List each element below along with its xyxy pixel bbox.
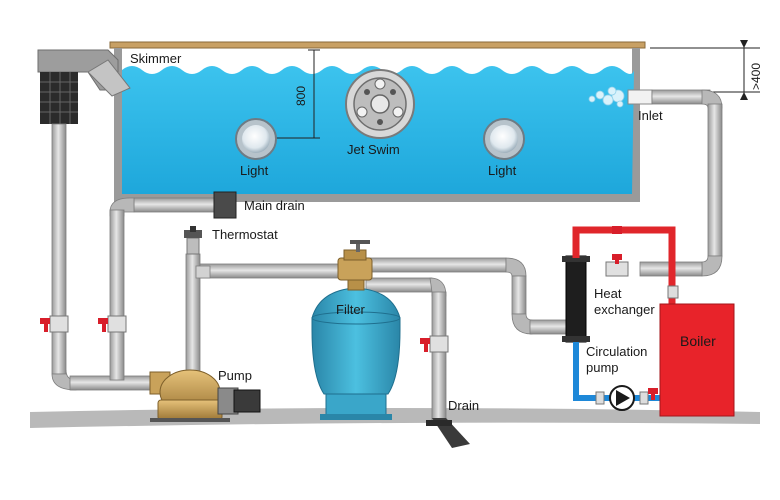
ground bbox=[30, 408, 760, 428]
circulation-pump bbox=[595, 385, 649, 411]
light-right-label: Light bbox=[488, 163, 517, 178]
valve-main-drain bbox=[98, 315, 127, 333]
thermostat-label: Thermostat bbox=[212, 227, 278, 242]
light-right bbox=[483, 118, 525, 160]
heat-exchanger-label-1: Heat bbox=[594, 286, 622, 301]
inlet-nozzle bbox=[627, 89, 653, 105]
valve-heat-exchanger bbox=[605, 254, 629, 277]
jet-swim bbox=[345, 69, 415, 139]
pool-basin bbox=[114, 48, 640, 202]
circulation-pump-label-1: Circulation bbox=[586, 344, 647, 359]
boiler bbox=[659, 303, 735, 417]
inlet-label: Inlet bbox=[638, 108, 663, 123]
hot-line-union bbox=[667, 285, 679, 299]
heat-exchanger-label-2: exchanger bbox=[594, 302, 655, 317]
pool-coping bbox=[109, 41, 646, 49]
multiport-valve bbox=[337, 240, 373, 291]
depth-dimension-label: 800 bbox=[294, 86, 308, 106]
drain-label: Drain bbox=[448, 398, 479, 413]
hot-water-line bbox=[572, 226, 676, 304]
inlet-dimension-label: >400 bbox=[749, 63, 763, 90]
pump-label: Pump bbox=[218, 368, 252, 383]
drain-cap bbox=[426, 420, 452, 426]
skimmer-label: Skimmer bbox=[130, 51, 182, 66]
valve-skimmer bbox=[40, 315, 69, 333]
inlet-bubbles bbox=[588, 86, 625, 108]
valve-hot-line bbox=[612, 226, 622, 234]
main-drain-label: Main drain bbox=[244, 198, 305, 213]
circulation-pump-label-2: pump bbox=[586, 360, 619, 375]
main-drain-fitting bbox=[213, 191, 237, 219]
light-left bbox=[235, 118, 277, 160]
boiler-label: Boiler bbox=[680, 333, 716, 349]
thermostat bbox=[184, 226, 202, 255]
skimmer bbox=[37, 49, 131, 124]
light-left-label: Light bbox=[240, 163, 269, 178]
heat-exchanger bbox=[562, 255, 590, 343]
filter-label: Filter bbox=[336, 302, 366, 317]
sand-filter bbox=[311, 287, 401, 420]
main-pump bbox=[149, 369, 261, 422]
pipe-network bbox=[51, 89, 723, 423]
valve-circulation bbox=[648, 388, 658, 400]
valve-drain bbox=[420, 335, 449, 353]
jet-swim-label: Jet Swim bbox=[347, 142, 400, 157]
